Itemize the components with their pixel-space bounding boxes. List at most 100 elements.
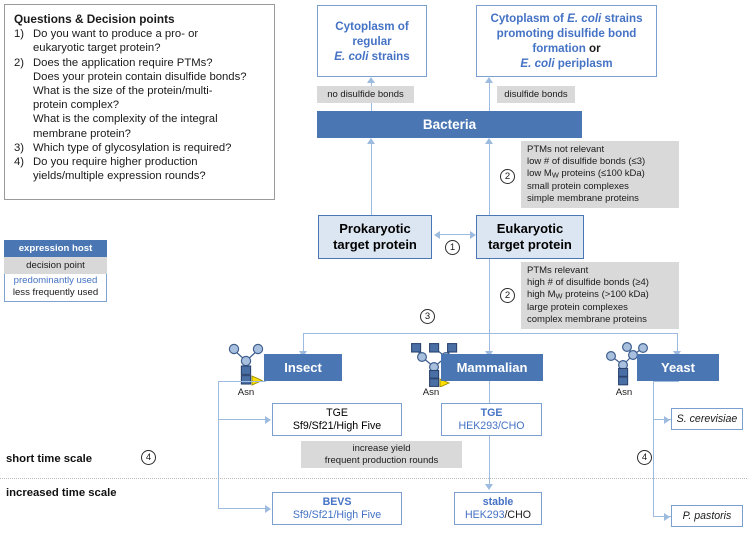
yeast-sc-label: S. cerevisiae xyxy=(676,413,738,425)
connector-to-yeast xyxy=(677,333,679,353)
connector-mammalian-to-tge xyxy=(489,381,491,403)
yeast-label: Yeast xyxy=(661,360,695,375)
no-disulfide-bonds-text: no disulfide bonds xyxy=(327,88,404,100)
box-cytoplasm-disulfide-promoting-ecoli: Cytoplasm of E. coli strains promoting d… xyxy=(476,5,657,77)
legend-predominantly-used: predominantly used xyxy=(13,275,98,286)
arrowhead-down-mammalian-stable xyxy=(485,484,493,490)
connector-prokaryotic-eukaryotic xyxy=(440,234,470,236)
arrowhead-up-eukaryotic-bacteria xyxy=(485,138,493,144)
insect-label: Insect xyxy=(284,360,322,375)
question-item-3: 3) Which type of glycosylation is requir… xyxy=(14,141,266,155)
box-eukaryotic-target-protein: Eukaryotic target protein xyxy=(476,215,584,259)
connector-insect-to-bevs xyxy=(218,508,266,510)
mammalian-stable-line-2: HEK293/CHO xyxy=(465,509,531,522)
criteria-lower-mw-sub: W xyxy=(555,291,563,301)
insect-bevs-line-1: BEVS xyxy=(322,495,352,508)
disulfide-bonds-text: disulfide bonds xyxy=(504,88,568,100)
legend: expression host decision point predomina… xyxy=(4,240,107,302)
bacteria-label: Bacteria xyxy=(422,117,477,132)
arrowhead-right-eukaryotic xyxy=(470,231,476,239)
criteria-upper-mw-sub: W xyxy=(551,170,559,180)
question-2-line-3: What is the size of the protein/multi- xyxy=(33,85,213,98)
questions-decision-points-panel: Questions & Decision points 1) Do you wa… xyxy=(4,4,275,200)
cytoplasm-disulfide-line-4: E. coli periplasm xyxy=(520,56,612,71)
prokaryotic-line-1: Prokaryotic xyxy=(339,221,411,236)
connector-to-insect xyxy=(303,333,305,353)
decision-marker-1: 1 xyxy=(445,240,460,255)
decision-marker-2-upper: 2 xyxy=(500,169,515,184)
eukaryotic-line-2: target protein xyxy=(488,237,572,252)
question-2-line-5: What is the complexity of the integral xyxy=(33,113,218,126)
connector-mammalian-tge-to-stable xyxy=(489,436,491,486)
question-item-2: 2) Does the application require PTMs? xyxy=(14,56,266,70)
cytoplasm-disulfide-line-1: Cytoplasm of E. coli strains xyxy=(490,11,642,26)
criteria-lower-mw-pre: high M xyxy=(527,288,556,300)
increased-time-scale-text: increased time scale xyxy=(6,487,117,499)
connector-yeast-top-link xyxy=(653,381,679,383)
criteria-lower-line-3: high MW proteins (>100 kDa) xyxy=(527,289,649,303)
decision-marker-4-insect-text: 4 xyxy=(145,452,152,463)
glycan-structure-insect-icon xyxy=(228,343,264,386)
decision-marker-1-text: 1 xyxy=(449,242,456,253)
asn-text-mammalian: Asn xyxy=(422,387,440,398)
connector-eukaryotic-down xyxy=(489,259,491,333)
box-insect-bevs: BEVS Sf9/Sf21/High Five xyxy=(272,492,402,525)
decision-marker-3-text: 3 xyxy=(424,311,431,322)
legend-usage-box: predominantly used less frequently used xyxy=(4,274,107,302)
arrowhead-right-insect-bevs xyxy=(265,505,271,513)
insect-tge-line-1: TGE xyxy=(326,406,348,419)
glycan-asn-label-mammalian: Asn xyxy=(411,387,451,398)
criteria-lower-mw-post: proteins (>100 kDa) xyxy=(562,288,649,300)
cytoplasm-regular-strains: strains xyxy=(368,49,410,63)
question-4-number: 4) xyxy=(14,156,25,169)
arrowhead-right-yeast-sc xyxy=(664,416,670,424)
mammalian-stable-line-1: stable xyxy=(482,495,514,508)
legend-expression-host: expression host xyxy=(4,240,107,257)
questions-panel-title: Questions & Decision points xyxy=(14,12,175,26)
question-1-line-1: Do you want to produce a pro- or xyxy=(33,28,199,41)
box-yeast-p-pastoris: P. pastoris xyxy=(671,505,743,527)
arrowhead-right-insect-tge xyxy=(265,416,271,424)
legend-less-frequently-used: less frequently used xyxy=(12,287,99,298)
label-short-time-scale: short time scale xyxy=(6,453,92,465)
box-insect-tge: TGE Sf9/Sf21/High Five xyxy=(272,403,402,436)
connector-bacteria-to-disulfide-ecoli xyxy=(489,83,491,111)
cytoplasm-periplasm-post: periplasm xyxy=(554,57,613,70)
label-increased-time-scale: increased time scale xyxy=(6,487,117,499)
criteria-upper-line-2: low # of disulfide bonds (≤3) xyxy=(527,155,646,167)
legend-decision-point: decision point xyxy=(4,257,107,274)
yield-note-line-2: frequent production rounds xyxy=(324,454,439,466)
criteria-box-eukaryotic-required: PTMs relevant high # of disulfide bonds … xyxy=(521,262,679,329)
mammalian-tge-line-1: TGE xyxy=(480,406,503,419)
mammalian-stable-cho: /CHO xyxy=(504,508,531,521)
asn-text-yeast: Asn xyxy=(615,387,633,398)
cytoplasm-regular-ecoli-italic: E. coli xyxy=(334,49,369,63)
cytoplasm-regular-line-1: Cytoplasm of xyxy=(335,19,409,33)
connector-to-mammalian xyxy=(489,333,491,353)
mammalian-stable-hek: HEK293 xyxy=(465,508,505,521)
mammalian-label: Mammalian xyxy=(456,360,528,375)
connector-insect-top-link xyxy=(218,381,266,383)
insect-tge-line-2: Sf9/Sf21/High Five xyxy=(292,419,382,432)
asn-text-insect: Asn xyxy=(237,387,255,398)
criteria-lower-line-1: PTMs relevant xyxy=(527,264,589,276)
decision-marker-4-insect: 4 xyxy=(141,450,156,465)
criteria-upper-mw-pre: low M xyxy=(527,167,552,179)
box-mammalian-tge: TGE HEK293/CHO xyxy=(441,403,542,436)
box-prokaryotic-target-protein: Prokaryotic target protein xyxy=(318,215,432,259)
cytoplasm-disulfide-line-2: promoting disulfide bond xyxy=(496,27,637,40)
connector-eukaryotic-to-bacteria xyxy=(489,144,491,216)
question-2-line-2: Does your protein contain disulfide bond… xyxy=(33,70,247,83)
connector-prokaryotic-to-bacteria xyxy=(371,144,373,216)
cytoplasm-periplasm-ecoli-italic: E. coli xyxy=(520,57,555,70)
decision-marker-2-lower-text: 2 xyxy=(504,290,511,301)
cytoplasm-regular-line-3: E. coli strains xyxy=(334,49,409,64)
box-cytoplasm-regular-ecoli: Cytoplasm of regular E. coli strains xyxy=(317,5,427,77)
question-2-line-1: Does the application require PTMs? xyxy=(33,56,213,69)
box-host-insect: Insect xyxy=(264,354,342,381)
question-2-number: 2) xyxy=(14,56,25,69)
prokaryotic-line-2: target protein xyxy=(333,237,417,252)
arrowhead-up-regular-ecoli xyxy=(367,77,375,83)
question-item-1: 1) Do you want to produce a pro- or xyxy=(14,27,266,41)
eukaryotic-line-1: Eukaryotic xyxy=(496,221,564,236)
